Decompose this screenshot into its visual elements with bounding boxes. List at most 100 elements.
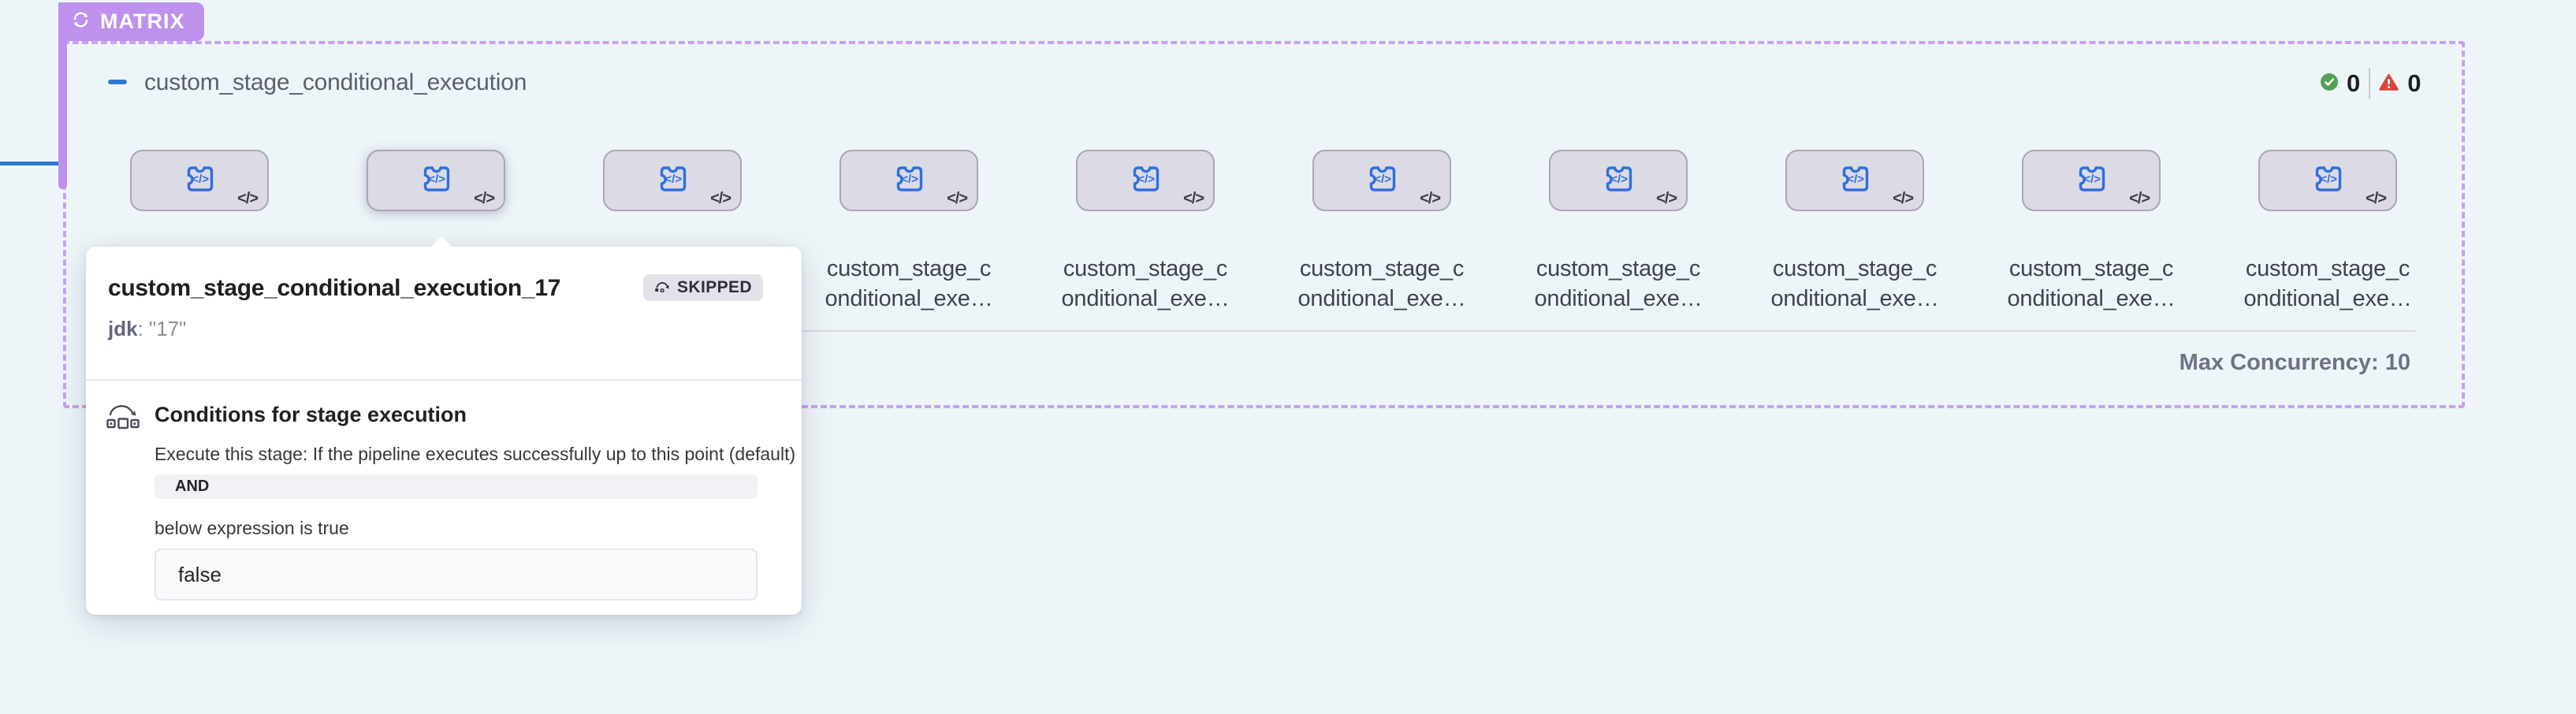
code-glyph: </> (1420, 190, 1441, 207)
stage-card[interactable]: </> </> (839, 150, 978, 211)
stage-label-line1: custom_stage_c (2245, 256, 2410, 281)
svg-text:</>: </> (428, 173, 445, 186)
conditions-description: Execute this stage: If the pipeline exec… (154, 444, 796, 464)
status-counts: 0 0 (2321, 68, 2422, 99)
stage-label: custom_stage_c onditional_exe… (1051, 254, 1240, 314)
code-glyph: </> (710, 190, 731, 207)
status-badge-label: SKIPPED (677, 278, 752, 296)
stage-card[interactable]: </> </> (2258, 150, 2397, 211)
stage-label: custom_stage_c onditional_exe… (1524, 254, 1713, 314)
stage-node-cell: </> </> custom_stage_c onditional_exe… (1287, 150, 1476, 314)
conditions-section-title: Conditions for stage execution (154, 403, 467, 426)
stage-card[interactable]: </> </> (1076, 150, 1215, 211)
matrix-left-rail (58, 2, 67, 189)
skip-icon (654, 279, 671, 296)
parameter-key: jdk (108, 317, 138, 340)
stage-label: custom_stage_c onditional_exe… (1997, 254, 2186, 314)
matrix-group-title: custom_stage_conditional_execution (144, 69, 527, 95)
stage-tooltip: custom_stage_conditional_execution_17 SK… (86, 236, 802, 615)
stage-label-line2: onditional_exe… (1770, 286, 1939, 311)
counts-divider (2369, 68, 2371, 99)
svg-text:</>: </> (1137, 173, 1155, 186)
stage-node-cell: </> </> custom_stage_c onditional_exe… (1051, 150, 1240, 314)
custom-stage-icon: </> (1361, 162, 1402, 199)
failed-count: 0 (2407, 69, 2422, 97)
svg-text:</>: </> (664, 173, 682, 186)
stage-label: custom_stage_c onditional_exe… (1760, 254, 1949, 314)
stage-card[interactable]: </> </> (367, 150, 505, 211)
stage-node-cell: </> </> custom_stage_c onditional_exe… (814, 150, 1003, 314)
svg-text:</>: </> (1374, 173, 1391, 186)
code-glyph: </> (474, 190, 495, 207)
stage-node-cell: </> </> custom_stage_c onditional_exe… (1760, 150, 1949, 314)
conditional-execution-icon (105, 398, 141, 433)
stage-label-line1: custom_stage_c (1299, 256, 1465, 281)
custom-stage-icon: </> (2307, 162, 2348, 199)
tooltip-divider (86, 379, 802, 381)
stage-label-line1: custom_stage_c (1772, 256, 1938, 281)
matrix-badge-label: MATRIX (100, 9, 185, 33)
stage-label: custom_stage_c onditional_exe… (814, 254, 1003, 314)
custom-stage-icon: </> (2071, 162, 2112, 199)
stage-label-line2: onditional_exe… (1534, 286, 1703, 311)
stage-node-cell: </> </> custom_stage_c onditional_exe… (1524, 150, 1713, 314)
custom-stage-icon: </> (179, 162, 220, 199)
svg-text:</>: </> (1610, 173, 1628, 186)
custom-stage-icon: </> (1598, 162, 1639, 199)
expression-value-box: false (154, 549, 758, 601)
code-glyph: </> (1183, 190, 1204, 207)
svg-text:</>: </> (901, 173, 918, 186)
warning-icon (2379, 73, 2399, 95)
stage-card[interactable]: </> </> (1785, 150, 1924, 211)
stage-parameter: jdk: "17" (108, 317, 186, 341)
matrix-loop-icon (70, 10, 91, 33)
stage-label-line2: onditional_exe… (2243, 286, 2412, 311)
stage-card[interactable]: </> </> (1312, 150, 1451, 211)
stage-label-line1: custom_stage_c (826, 256, 992, 281)
svg-text:</>: </> (1847, 173, 1864, 186)
operator-bar: AND (154, 474, 758, 499)
svg-text:</>: </> (192, 173, 209, 186)
custom-stage-icon: </> (415, 162, 456, 199)
stage-card[interactable]: </> </> (603, 150, 742, 211)
tooltip-stage-title: custom_stage_conditional_execution_17 (108, 275, 561, 301)
stage-label-line1: custom_stage_c (2008, 256, 2174, 281)
matrix-group-container (63, 41, 2465, 408)
collapse-group-button[interactable] (108, 80, 127, 84)
stage-label-line2: onditional_exe… (1297, 286, 1466, 311)
stage-label: custom_stage_c onditional_exe… (2233, 254, 2422, 314)
group-footer-divider (110, 330, 2415, 332)
code-glyph: </> (2366, 190, 2387, 207)
svg-text:</>: </> (2083, 173, 2101, 186)
code-glyph: </> (237, 190, 259, 207)
edge-connector-line (0, 162, 61, 165)
stage-label-line1: custom_stage_c (1536, 256, 1701, 281)
custom-stage-icon: </> (888, 162, 929, 199)
stage-card[interactable]: </> </> (130, 150, 269, 211)
custom-stage-icon: </> (1834, 162, 1875, 199)
max-concurrency-label: Max Concurrency: 10 (2179, 350, 2410, 375)
stage-label-line2: onditional_exe… (1061, 286, 1230, 311)
code-glyph: </> (947, 190, 968, 207)
parameter-value: : "17" (137, 317, 187, 340)
stage-node-cell: </> </> custom_stage_c onditional_exe… (2233, 150, 2422, 314)
stage-label-line1: custom_stage_c (1063, 256, 1228, 281)
status-badge: SKIPPED (643, 274, 763, 301)
custom-stage-icon: </> (652, 162, 693, 199)
svg-text:</>: </> (2320, 173, 2337, 186)
code-glyph: </> (1656, 190, 1677, 207)
code-glyph: </> (1893, 190, 1914, 207)
stage-node-cell: </> </> custom_stage_c onditional_exe… (1997, 150, 2186, 314)
stage-card[interactable]: </> </> (2022, 150, 2161, 211)
stage-label: custom_stage_c onditional_exe… (1287, 254, 1476, 314)
stage-label-line2: onditional_exe… (2007, 286, 2176, 311)
expression-hint: below expression is true (154, 518, 349, 538)
success-count: 0 (2347, 69, 2361, 97)
tooltip-caret (430, 236, 452, 247)
matrix-badge[interactable]: MATRIX (58, 2, 204, 41)
stage-card[interactable]: </> </> (1549, 150, 1688, 211)
custom-stage-icon: </> (1125, 162, 1166, 199)
success-icon (2321, 73, 2338, 95)
